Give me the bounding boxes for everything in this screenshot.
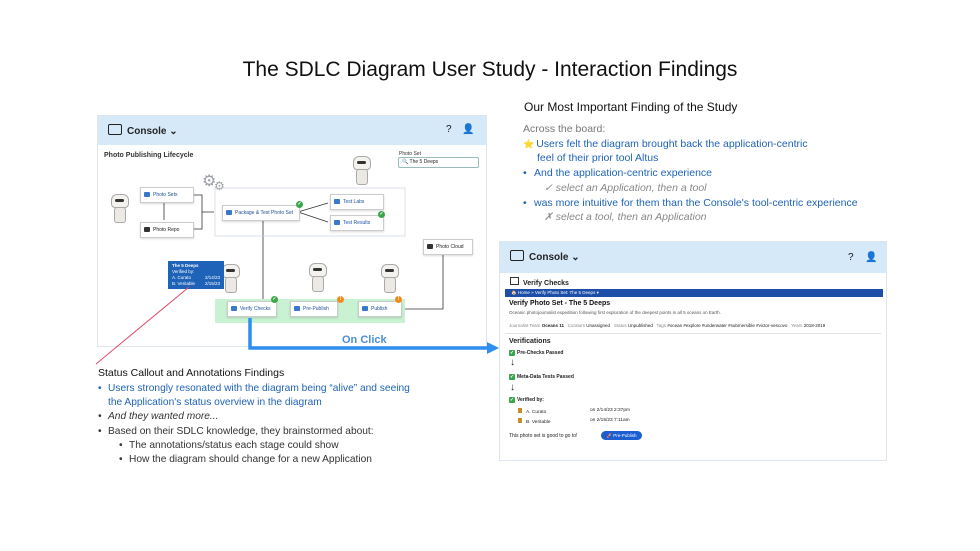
help-icon[interactable]: ? xyxy=(848,252,854,263)
photo-set-meta: Journalist Team Oceans 11 Curators Unass… xyxy=(509,323,826,328)
status-finding-2: And they wanted more... xyxy=(98,410,418,424)
diagram-edges xyxy=(163,187,444,310)
badge-icon xyxy=(518,408,522,413)
tv-icon xyxy=(510,250,524,261)
main-finding-list: Across the board: ⭐Users felt the diagra… xyxy=(523,122,923,225)
step-pre-checks: ✓Pre-Checks Passed xyxy=(509,350,564,356)
status-finding-3: Based on their SDLC knowledge, they brai… xyxy=(98,425,418,439)
check-icon: ✓ xyxy=(509,397,515,403)
verify-screenshot: Console ⌄ ? 👤 Verify Checks 🏠 Home » Ver… xyxy=(499,241,887,461)
status-finding-sub-1: The annotations/status each stage could … xyxy=(98,439,418,453)
slide-title: The SDLC Diagram User Study - Interactio… xyxy=(242,58,738,81)
diagram-screenshot: Console ⌄ ? 👤 Photo Publishing Lifecycle… xyxy=(97,115,487,347)
on-click-label: On Click xyxy=(342,334,387,346)
node-package-test[interactable]: Package & Test Photo Set xyxy=(222,205,300,221)
status-findings-list: Users strongly resonated with the diagra… xyxy=(98,382,418,467)
step-meta-data: ✓Meta-Data Tests Passed xyxy=(509,374,574,380)
user-icon[interactable]: 👤 xyxy=(462,124,475,135)
console-brand[interactable]: Console ⌄ xyxy=(108,124,178,137)
arrow-down-icon: ↓ xyxy=(510,357,515,368)
verifications-heading: Verifications xyxy=(509,338,551,345)
console-brand[interactable]: Console ⌄ xyxy=(510,250,580,263)
check-icon: ✓ xyxy=(509,374,515,380)
page-title: Verify Checks xyxy=(510,277,569,287)
pre-publish-button[interactable]: 🚀 Pre-Publish xyxy=(601,431,642,440)
photo-set-input[interactable]: 🔍 The 5 Deeps xyxy=(398,157,479,168)
checklist-icon xyxy=(510,277,519,285)
photo-set-description: Oceanic photojournalist expedition follo… xyxy=(509,310,721,315)
badge-icon xyxy=(518,418,522,423)
node-pre-publish[interactable]: Pre-Publish xyxy=(290,301,338,317)
warning-badge: ! xyxy=(395,296,402,303)
photo-set-label: Photo Set xyxy=(399,151,421,157)
node-photo-cloud[interactable]: Photo Cloud xyxy=(423,239,473,255)
help-icon[interactable]: ? xyxy=(446,124,452,135)
main-finding-item-1: ⭐Users felt the diagram brought back the… xyxy=(523,137,808,150)
gear-icon: ⚙ xyxy=(214,179,225,193)
node-publish[interactable]: Publish xyxy=(358,301,402,317)
success-badge: ✓ xyxy=(378,211,385,218)
console-header: Console ⌄ ? 👤 xyxy=(500,242,886,273)
node-verify-checks[interactable]: Verify Checks xyxy=(227,301,277,317)
success-badge: ✓ xyxy=(271,296,278,303)
main-finding-item-1-cont: feel of their prior tool Altus xyxy=(537,152,659,165)
status-finding-1: Users strongly resonated with the diagra… xyxy=(98,382,418,410)
warning-badge: ! xyxy=(337,296,344,303)
status-findings-heading: Status Callout and Annotations Findings xyxy=(98,367,285,379)
breadcrumb[interactable]: 🏠 Home » Verify Photo Set: The 5 Deeps ▾ xyxy=(505,289,883,297)
lifecycle-title: Photo Publishing Lifecycle xyxy=(104,152,194,159)
main-finding-item-3-sub: ✗ select a tool, then an Application xyxy=(544,211,707,224)
good-to-go-text: This photo set is good to go to! xyxy=(509,433,578,439)
success-badge: ✓ xyxy=(296,201,303,208)
main-finding-item-3: was more intuitive for them than the Con… xyxy=(523,196,923,211)
node-test-labs[interactable]: Test Labs xyxy=(330,194,384,210)
star-icon: ⭐ xyxy=(523,138,535,149)
node-test-results[interactable]: Test Results xyxy=(330,215,384,231)
main-finding-intro: Across the board: xyxy=(523,123,606,135)
console-header: Console ⌄ ? 👤 xyxy=(98,116,486,145)
gear-icon: ⚙ xyxy=(202,173,217,190)
step-verified-by: ✓Verified by: xyxy=(509,397,544,403)
divider xyxy=(505,333,881,334)
node-photo-sets[interactable]: Photo Sets xyxy=(140,187,194,203)
main-finding-item-2: And the application-centric experience xyxy=(523,166,923,181)
status-callout: The 5 Deeps Verified by: A. Curato 2/14/… xyxy=(168,261,224,289)
node-photo-repo[interactable]: Photo Repo xyxy=(140,222,194,238)
status-finding-sub-2: How the diagram should change for a new … xyxy=(98,453,418,467)
photo-set-heading: Verify Photo Set - The 5 Deeps xyxy=(509,300,611,307)
check-icon: ✓ xyxy=(509,350,515,356)
user-icon[interactable]: 👤 xyxy=(865,252,878,263)
main-finding-heading: Our Most Important Finding of the Study xyxy=(524,100,738,114)
main-finding-item-2-sub: ✓ select an Application, then a tool xyxy=(544,181,707,194)
tv-icon xyxy=(108,124,122,135)
arrow-down-icon: ↓ xyxy=(510,382,515,393)
